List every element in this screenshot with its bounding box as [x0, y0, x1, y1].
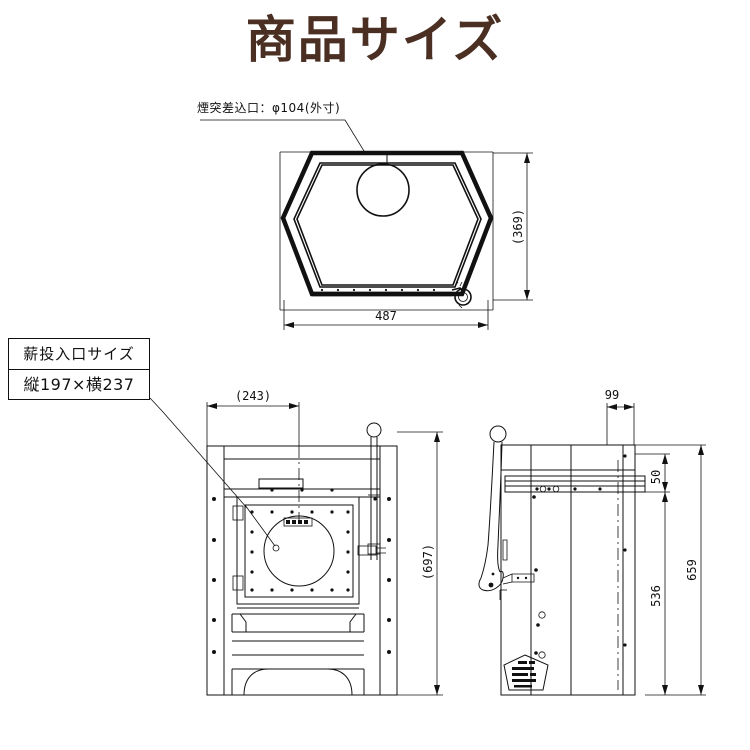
side-view-brand-badge: [503, 654, 549, 691]
dim-front-height-label: (697): [421, 544, 435, 580]
front-view-lever: [366, 422, 382, 560]
side-view-lever: [478, 425, 535, 592]
dim-top-width-label: 487: [375, 309, 397, 323]
dim-front-height: (697): [397, 431, 443, 696]
dim-front-width: (243): [206, 389, 300, 446]
dim-top-height: (369): [493, 152, 533, 301]
front-view-lower-section: [231, 607, 365, 696]
callout-leader-line: [149, 397, 248, 509]
dim-side-mid-height-label: 536: [649, 585, 663, 607]
flue-outlet-circle: [356, 163, 410, 217]
page-title: 商品サイズ: [245, 11, 505, 69]
front-view-body: [206, 445, 398, 696]
dim-top-height-label: (369): [511, 209, 525, 245]
dim-side-total-height: 659: [635, 444, 706, 696]
dim-side-mid-height: 536: [645, 492, 670, 696]
side-view-body: [499, 444, 646, 696]
dim-side-total-height-label: 659: [685, 559, 699, 581]
top-view-latch: [451, 281, 472, 309]
flue-label: 煙突差込口：φ104(外寸): [197, 101, 341, 115]
front-view-door: [232, 488, 386, 605]
callout-heading: 薪投入口サイズ: [9, 339, 149, 370]
dim-side-offset: 50: [635, 453, 670, 493]
callout-value: 縦197×横237: [23, 375, 135, 394]
top-view-bottom-edge: [312, 288, 452, 297]
dim-side-top-depth: 99: [605, 388, 635, 445]
front-view-side-bolts: [212, 497, 391, 654]
firewood-opening-callout: 薪投入口サイズ 縦197×横237: [8, 338, 150, 400]
dim-side-top-depth-label: 99: [605, 388, 619, 402]
dim-top-width: 487: [283, 300, 489, 330]
dim-side-offset-label: 50: [649, 470, 663, 484]
dim-front-width-label: (243): [235, 389, 271, 403]
top-view-hexagon-outline: [280, 150, 494, 297]
